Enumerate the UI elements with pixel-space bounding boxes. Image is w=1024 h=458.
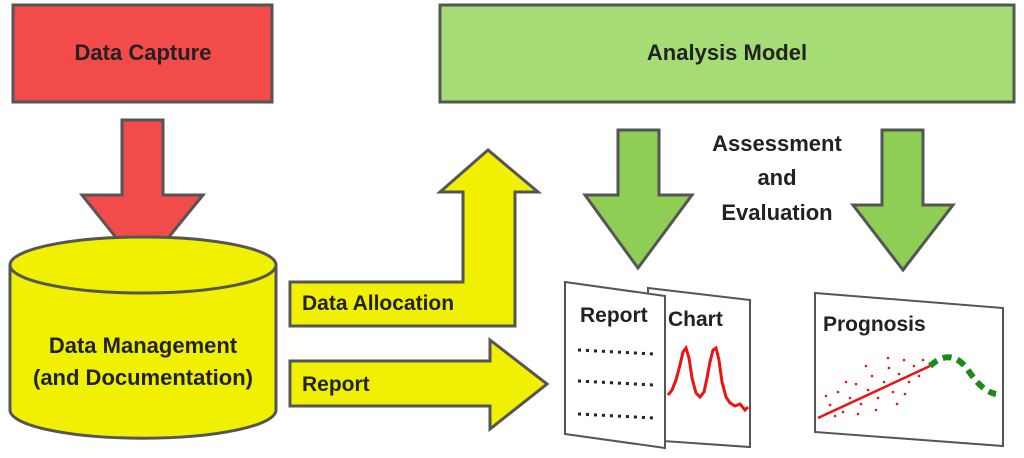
prognosis-forecast-line xyxy=(927,354,997,397)
assessment-label-3: Evaluation xyxy=(721,200,832,225)
chart-document: Chart xyxy=(647,286,751,449)
documentation-label: (and Documentation) xyxy=(33,365,253,390)
data-capture-box: Data Capture xyxy=(11,3,274,104)
data-capture-label: Data Capture xyxy=(75,40,212,65)
chart-title: Chart xyxy=(668,308,723,331)
prognosis-document: Prognosis xyxy=(814,291,1004,448)
data-allocation-arrow xyxy=(288,148,543,328)
data-allocation-label: Data Allocation xyxy=(302,292,454,315)
data-management-label: Data Management xyxy=(49,333,238,358)
analysis-model-label: Analysis Model xyxy=(647,40,807,65)
prognosis-down-arrow xyxy=(849,128,957,273)
report-arrow-label: Report xyxy=(302,373,370,396)
prognosis-title: Prognosis xyxy=(823,313,926,336)
assessment-label-2: and xyxy=(757,165,796,190)
chart-line xyxy=(666,344,750,413)
report-document: Report xyxy=(564,280,666,450)
report-doc-title: Report xyxy=(580,304,648,327)
assessment-label-1: Assessment xyxy=(712,131,842,156)
report-down-arrow xyxy=(582,128,695,271)
analysis-model-box: Analysis Model xyxy=(438,3,1016,104)
capture-down-arrow xyxy=(78,118,207,273)
prognosis-trend-line xyxy=(817,364,931,420)
prognosis-scatter-points xyxy=(824,356,925,418)
report-right-arrow xyxy=(288,336,550,433)
data-management-database: Data Management (and Documentation) xyxy=(8,235,278,440)
